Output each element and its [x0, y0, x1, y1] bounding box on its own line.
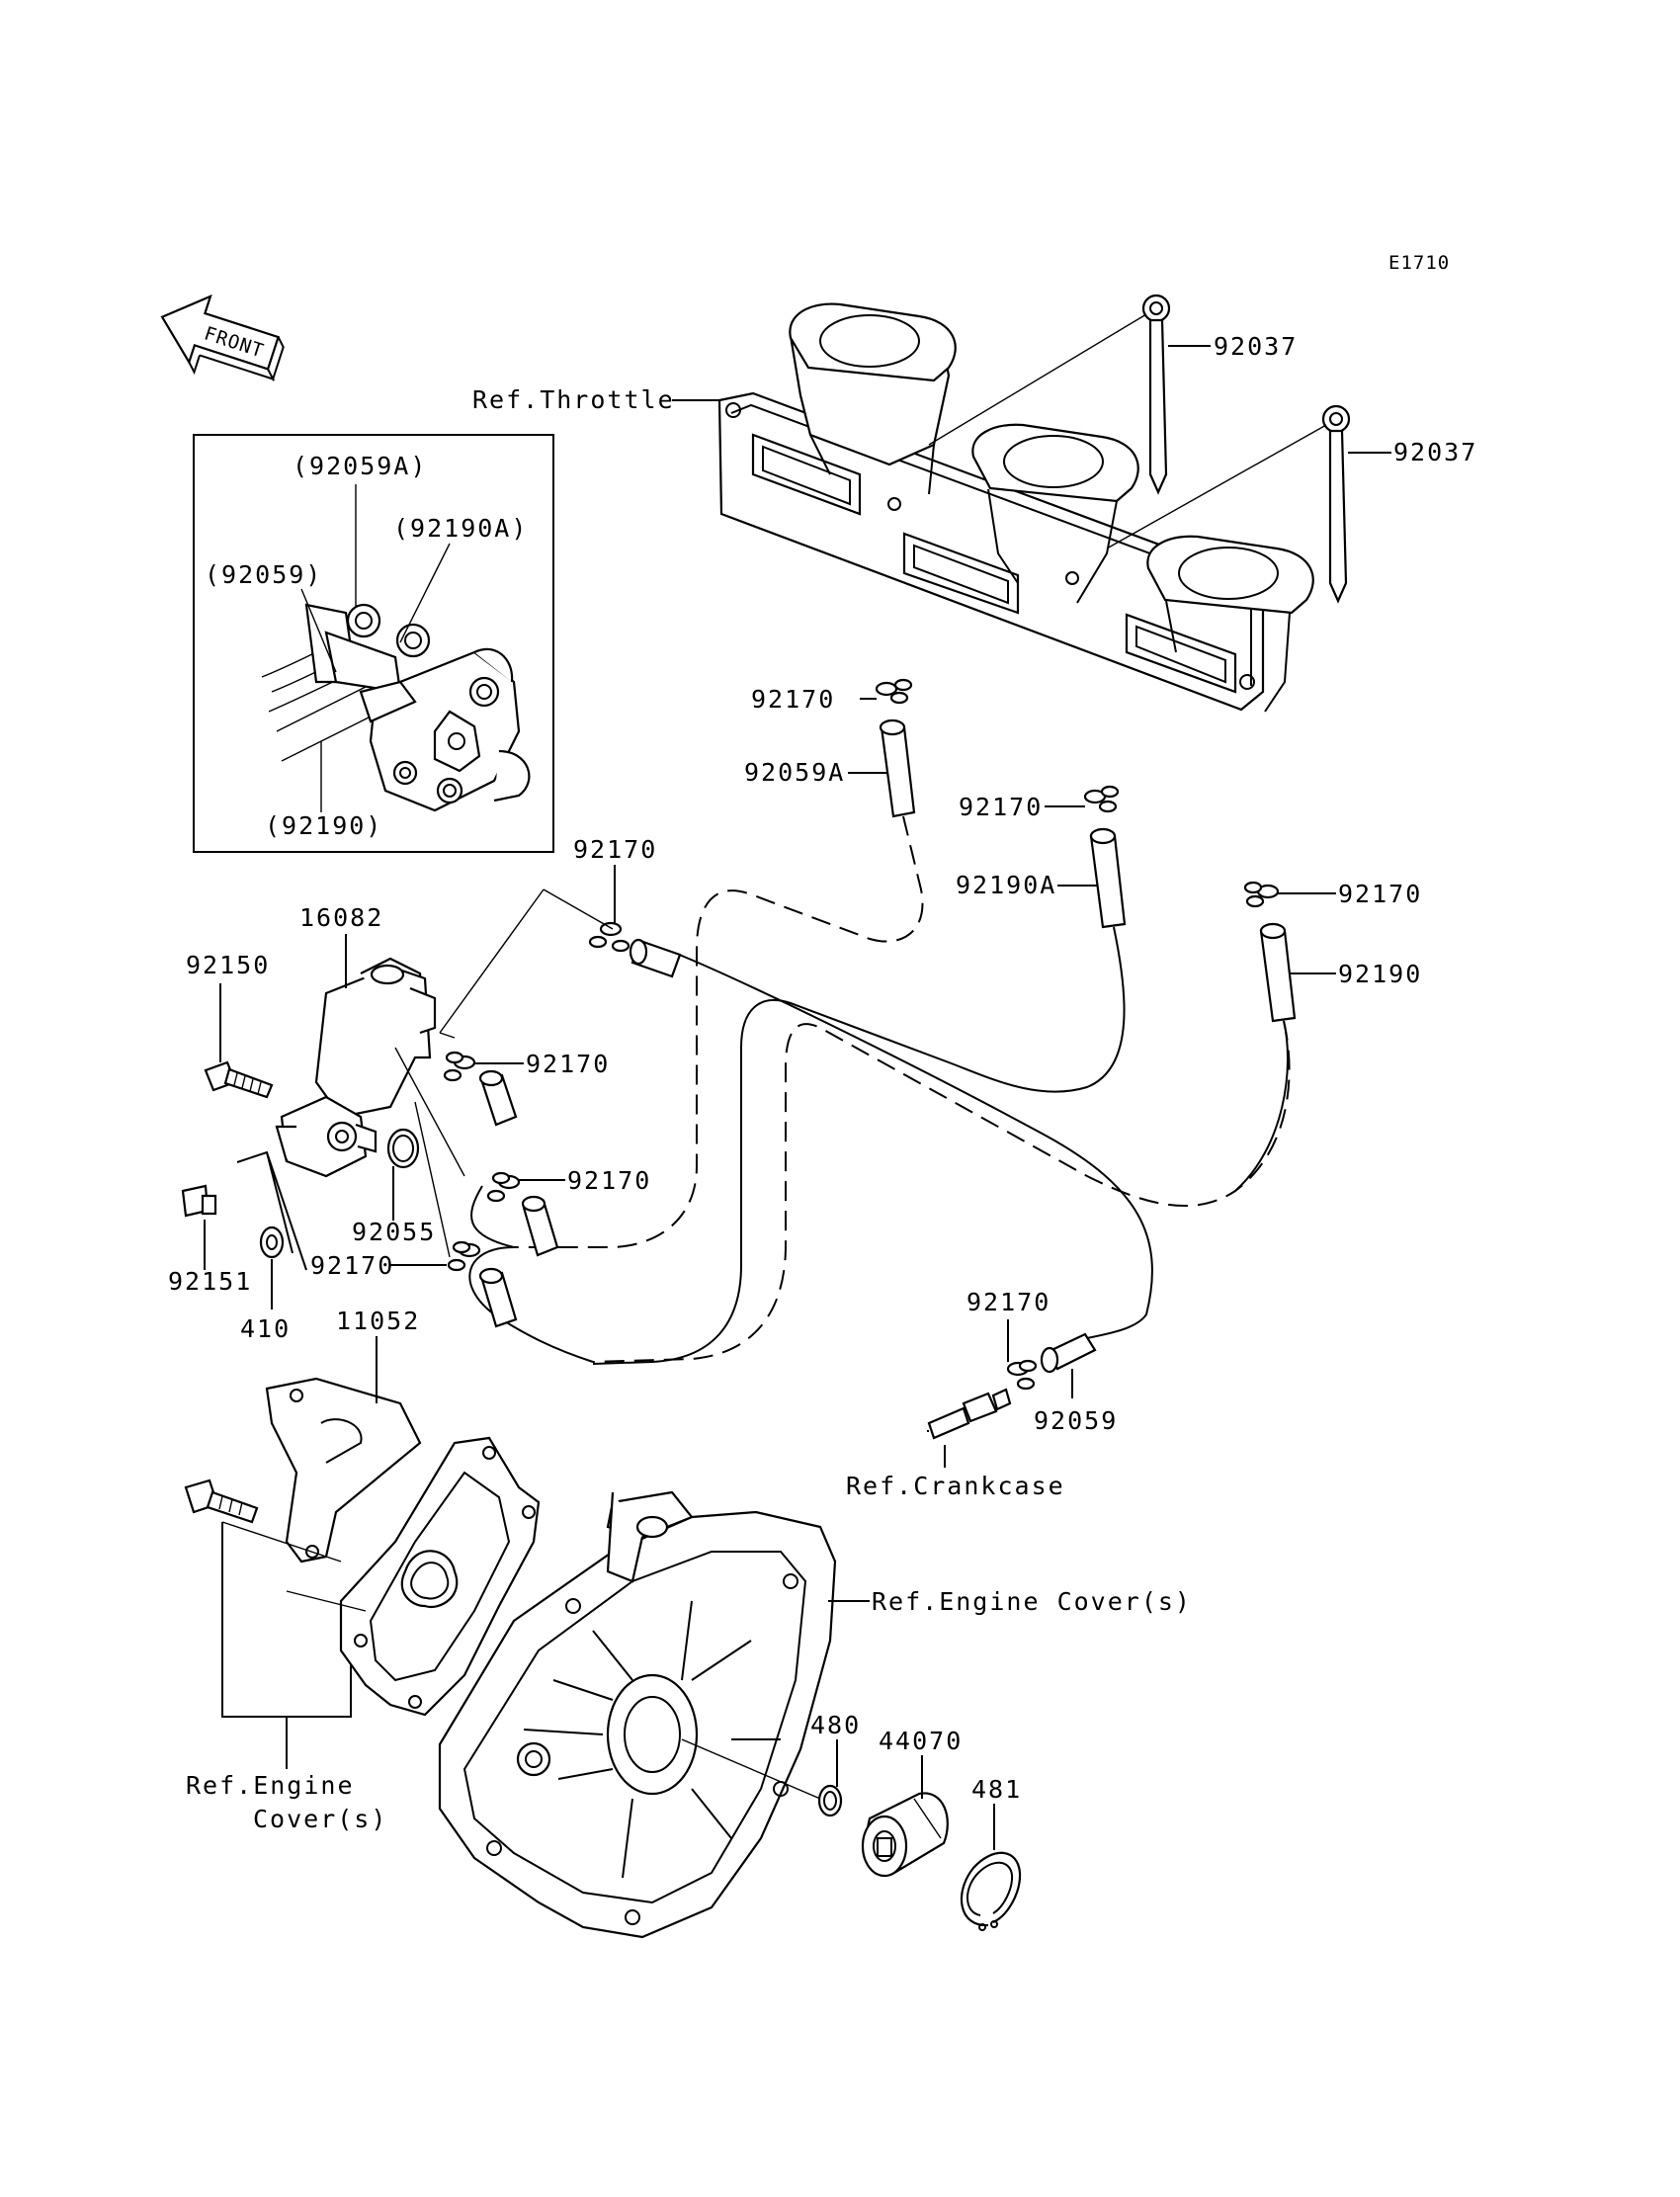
clamp-92170-c: [1243, 881, 1280, 908]
label-92190: 92190: [1338, 960, 1422, 988]
hose-short-d: [629, 938, 682, 978]
label-92170-b: 92170: [959, 793, 1043, 821]
label-ref-engine-line1: Ref.Engine: [186, 1771, 355, 1800]
engine-cover: [438, 1490, 837, 1939]
hose-route-5: [468, 1246, 594, 1363]
hose-92190A: [1089, 827, 1127, 929]
hose-route-3: [592, 1020, 1291, 1363]
label-92170-g: 92170: [310, 1251, 394, 1280]
label-92170-d: 92170: [573, 835, 657, 864]
label-481: 481: [971, 1775, 1022, 1804]
clamp-92170-h: [1006, 1359, 1038, 1391]
clamp-92170-g: [447, 1240, 481, 1272]
oring-92055: [386, 1128, 420, 1169]
hose-short-e: [478, 1069, 518, 1127]
label-92059: 92059: [1034, 1406, 1118, 1435]
label-ref-throttle: Ref.Throttle: [472, 385, 675, 414]
label-inset-92190A: (92190A): [393, 514, 528, 543]
label-92150: 92150: [186, 951, 270, 979]
label-ref-engine-cover-right: Ref.Engine Cover(s): [872, 1587, 1192, 1616]
bearing-44070: [861, 1792, 949, 1878]
oring-480: [817, 1784, 843, 1817]
clamp-92170-f: [486, 1171, 521, 1203]
label-92190A: 92190A: [956, 871, 1056, 899]
diagram-code: E1710: [1388, 252, 1450, 274]
label-inset-92059A: (92059A): [293, 452, 427, 480]
label-92151: 92151: [168, 1267, 252, 1296]
crankcase-fitting: [927, 1388, 1012, 1440]
strap-92037-a: [1141, 294, 1171, 495]
label-11052: 11052: [336, 1307, 420, 1335]
hose-short-f: [521, 1195, 559, 1257]
screw-92150: [204, 1060, 274, 1099]
strap-92037-b: [1321, 404, 1351, 604]
clamp-92170-e: [443, 1051, 476, 1082]
label-92170-a: 92170: [751, 685, 835, 714]
label-480: 480: [810, 1711, 861, 1739]
clamp-92170-b: [1083, 785, 1120, 813]
label-44070: 44070: [879, 1727, 963, 1755]
detail-inset-box: [193, 434, 554, 853]
label-92170-e: 92170: [526, 1050, 610, 1078]
screw-92151: [181, 1184, 217, 1218]
hose-route-1: [514, 815, 924, 1248]
label-92170-f: 92170: [567, 1166, 651, 1195]
label-410: 410: [240, 1314, 291, 1343]
label-92037-b: 92037: [1393, 438, 1477, 466]
label-92170-h: 92170: [966, 1288, 1050, 1316]
clamp-92170-d: [588, 921, 630, 953]
bracket-11052: [265, 1377, 422, 1563]
label-92059A: 92059A: [744, 758, 845, 787]
bolt-flange: [184, 1479, 259, 1524]
hose-short-g: [478, 1267, 518, 1328]
washer-410: [259, 1225, 285, 1259]
clamp-92170-a: [875, 678, 913, 705]
hose-92059A: [879, 718, 916, 818]
hose-92190: [1259, 922, 1297, 1023]
cover-plate: [339, 1436, 541, 1717]
sensor-16082: [275, 957, 437, 1178]
label-inset-92190: (92190): [265, 811, 382, 840]
circlip-481: [960, 1851, 1022, 1931]
label-92037-a: 92037: [1214, 332, 1298, 361]
label-92055: 92055: [352, 1218, 436, 1246]
label-ref-engine-line2: Cover(s): [253, 1805, 387, 1833]
label-16082: 16082: [299, 903, 383, 932]
intake-manifold: [717, 302, 1314, 713]
inset-valve-detail: [261, 603, 531, 812]
hose-route-2: [592, 926, 1126, 1365]
hose-92059: [1040, 1332, 1097, 1374]
hose-route-4: [676, 953, 1153, 1340]
label-inset-92059: (92059): [205, 560, 322, 589]
label-ref-crankcase: Ref.Crankcase: [846, 1472, 1065, 1500]
front-arrow-icon: FRONT: [160, 294, 285, 382]
label-92170-c: 92170: [1338, 880, 1422, 908]
